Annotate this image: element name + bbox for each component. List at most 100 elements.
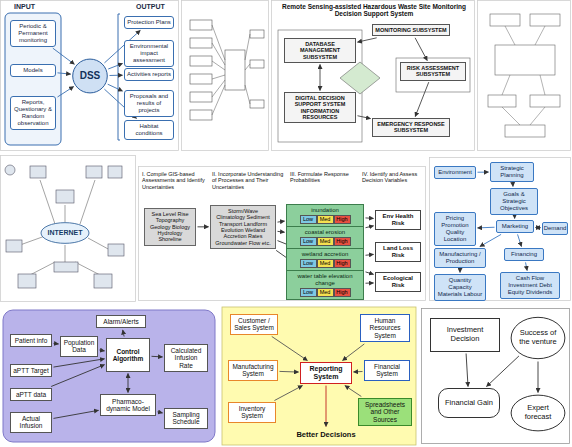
decor-g — [502, 26, 545, 125]
system-box: Manufacturing System — [228, 360, 278, 381]
heading-label: I. Compile GIS-based Assessments and Ide… — [142, 171, 208, 190]
decor-rect — [430, 158, 571, 301]
decor-g — [1, 1, 571, 302]
decor-rect — [1, 1, 179, 151]
decor-rect — [182, 1, 269, 151]
decor-path — [118, 14, 120, 140]
decor-rect — [478, 1, 571, 151]
node-text: Storm/Wave Climatology Sediment Transpor… — [213, 208, 273, 246]
node-text: Patient info — [15, 337, 48, 344]
data-box: Storm/Wave Climatology Sediment Transpor… — [210, 205, 276, 249]
decor-rect — [190, 38, 212, 48]
connector-arrow — [278, 221, 285, 223]
data-box: Sea Level Rise Topography Geology Biolog… — [144, 208, 196, 246]
node-text: inundation — [311, 207, 339, 214]
probability-cell: High — [334, 237, 351, 246]
connector-arrow — [278, 231, 285, 233]
probability-cell: Med — [317, 259, 334, 268]
chance-node: Success of the venture — [510, 316, 566, 360]
process-box: Strategic Planning — [490, 162, 534, 182]
node-text: Financial Gain — [445, 399, 493, 408]
ellipse-shape — [41, 223, 89, 244]
process-box: Environment — [434, 166, 476, 179]
decor-rect — [108, 244, 124, 256]
node-text: Alarm/Alerts — [103, 318, 138, 325]
connector-arrow — [345, 386, 361, 397]
decor-rect — [190, 92, 212, 102]
process-box: Marketing — [496, 220, 534, 233]
node-text: INTERNET — [48, 229, 83, 237]
heading-label: II. Incorporate Understanding of Process… — [212, 171, 284, 190]
connector-arrow — [514, 216, 515, 218]
decor-rect — [6, 240, 22, 252]
ellipse-shape — [73, 59, 108, 93]
connector-arrow — [366, 217, 374, 218]
input-box: Models — [10, 64, 56, 77]
model-box: Population Data — [60, 336, 98, 357]
connector-arrow — [512, 183, 513, 186]
connector-arrow — [158, 412, 163, 413]
subsystem-box: EMERGENCY RESPONSE SUBSYSTEM — [372, 118, 450, 137]
system-box: Spreadsheets and Other Sources — [358, 398, 412, 426]
probability-cell: Low — [300, 288, 317, 297]
decor-g — [20, 180, 110, 275]
decor-rect — [190, 74, 212, 84]
decor-g — [488, 14, 560, 137]
risk-box: Env Health Risk — [375, 210, 421, 230]
decision-box: Investment Decision — [430, 318, 500, 352]
decor-rect — [3, 310, 215, 442]
process-box: Demand — [542, 222, 568, 235]
decor-rect — [54, 262, 78, 272]
connector-arrow — [478, 172, 489, 173]
heading-label: IV. Identify and Assess Decision Variabl… — [362, 171, 424, 184]
connector-arrow — [358, 116, 371, 119]
probability-cell: Low — [300, 237, 317, 246]
probability-cell: High — [334, 259, 351, 268]
subsystem-box: DATABASE MANAGEMENT SUBSYSTEM — [284, 38, 356, 63]
connector-arrow — [366, 254, 374, 256]
connector-arrow — [108, 64, 122, 69]
node-text: water table elevation change — [289, 273, 361, 287]
decor-rect — [108, 166, 122, 178]
decor-path — [502, 26, 545, 125]
decor-rect — [250, 100, 264, 108]
decor-rect — [396, 58, 470, 92]
node-text: EMERGENCY RESPONSE SUBSYSTEM — [375, 121, 447, 134]
decor-rect — [488, 95, 516, 107]
connector-arrow — [480, 234, 501, 246]
decor-rect — [272, 1, 475, 151]
heading-label: III. Formulate Response Probabilities — [290, 171, 356, 184]
probability-cell: High — [334, 288, 351, 297]
connector-arrow — [58, 73, 71, 74]
decor-rect — [490, 14, 520, 26]
connector-arrow — [415, 82, 429, 116]
decor-rect — [94, 274, 112, 288]
node-text: Population Data — [63, 339, 95, 354]
connector-arrow — [280, 371, 299, 373]
response-box: water table elevation changeLowMedHigh — [286, 270, 364, 300]
connector-arrow — [123, 330, 124, 337]
process-box: Cash Flow Investment Debt Equity Dividen… — [500, 272, 560, 299]
probability-cell: Med — [317, 215, 334, 224]
node-text: Human Resources System — [363, 317, 407, 339]
node-text: Investment Decision — [433, 326, 497, 343]
node-text: Demand — [544, 225, 567, 232]
node-text: Manufacturing / Production — [437, 251, 483, 265]
response-box: inundationLowMedHigh — [286, 204, 364, 227]
node-text: Ecological Risk — [378, 275, 418, 289]
probability-row: LowMedHigh — [300, 237, 351, 246]
decor-rect — [5, 13, 61, 145]
model-box: Patient info — [10, 334, 52, 347]
heading-label: OUTPUT — [136, 3, 176, 11]
dss-circle: DSS — [72, 58, 108, 94]
decor-rect — [530, 95, 560, 107]
decor-rect — [139, 167, 426, 301]
node-text: Quantity Capacity Materials Labour — [437, 277, 483, 298]
decor-rect — [190, 56, 212, 66]
decor-rect — [222, 307, 416, 445]
probability-cell: Low — [300, 215, 317, 224]
decor-rect — [505, 125, 545, 137]
node-text: MONITORING SUBSYSTEM — [375, 27, 446, 33]
node-text: Reporting System — [303, 365, 349, 381]
node-text: Protection Plans — [127, 19, 171, 26]
